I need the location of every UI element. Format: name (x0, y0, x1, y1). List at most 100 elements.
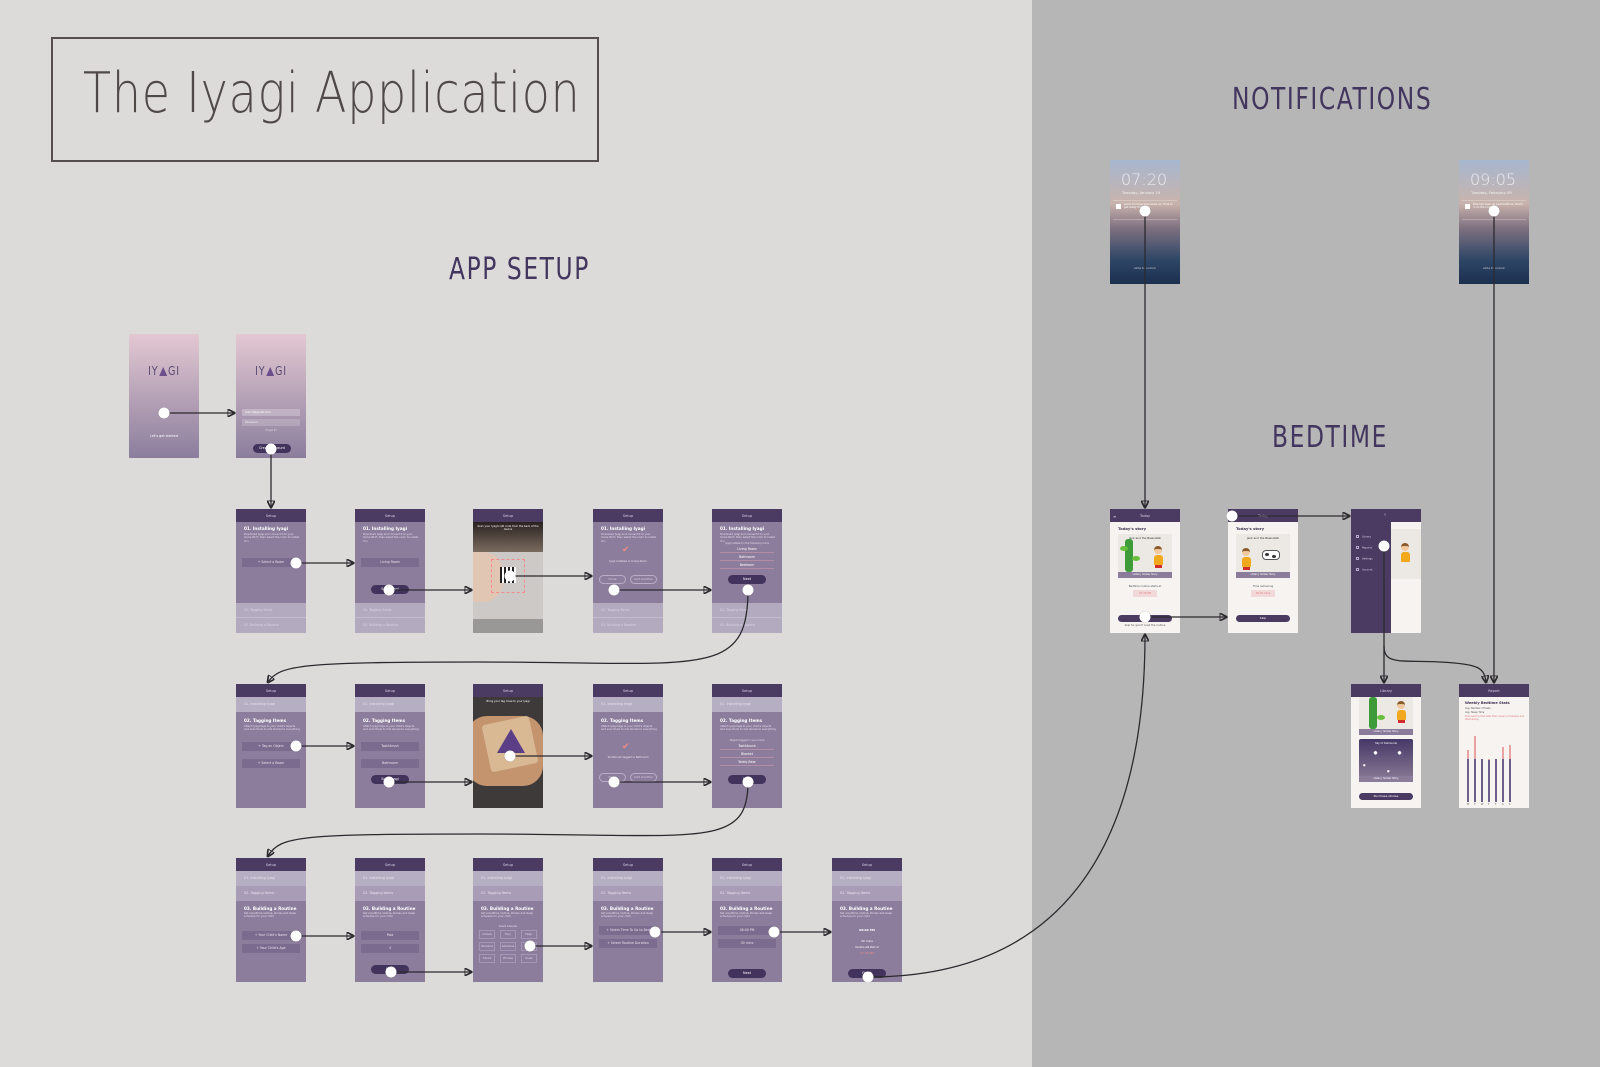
step-heading: 01. Installing Iyagi (244, 526, 289, 531)
duration-field[interactable]: 30 mins (718, 939, 776, 948)
next-button[interactable]: Next (728, 575, 766, 584)
menu-item-settings[interactable]: Settings (1356, 557, 1373, 561)
add-another-button[interactable]: Add Another (630, 773, 657, 782)
email-input[interactable]: joanni@gmail.com (242, 409, 300, 416)
skip-button[interactable]: Skip (1236, 615, 1290, 622)
completed-step: 02. Tagging Items (832, 886, 902, 901)
book-icon (1356, 535, 1359, 538)
room-item[interactable]: Bedroom (720, 562, 774, 569)
skip-note[interactable]: Skip for good? Load the routine (1124, 624, 1166, 627)
duration-field[interactable]: + Select Routine Duration (599, 939, 657, 948)
setup-step1-rooms-list[interactable]: Setup 01. Installing Iyagi Download Iyag… (712, 509, 782, 633)
menu-item-reports[interactable]: Reports (1356, 546, 1372, 550)
setup-step3-bedtime[interactable]: Setup 01. Installing Iyagi 02. Tagging I… (593, 858, 663, 982)
story-actions[interactable]: Listen | Similar Story (1359, 729, 1413, 735)
setup-step3-bedtime-filled[interactable]: Setup 01. Installing Iyagi 02. Tagging I… (712, 858, 782, 982)
done-button[interactable]: Done (599, 575, 626, 584)
room-item[interactable]: Living Room (720, 546, 774, 553)
interest-chip[interactable]: Magic (521, 930, 537, 939)
lock-screen-notification-1[interactable]: 07:20 Tuesday, January 19 Good morning! … (1110, 160, 1180, 284)
chart-icon (1356, 546, 1359, 549)
object-item[interactable]: Toothbrush (720, 743, 774, 750)
report-tick-label: S (1502, 803, 1504, 806)
room-field[interactable]: Living Room (361, 558, 419, 567)
setup-step3-child-info[interactable]: Setup 01. Installing Iyagi 02. Tagging I… (236, 858, 306, 982)
back-chevron-icon[interactable]: ‹ (1384, 512, 1386, 518)
cow-icon (1262, 550, 1280, 560)
interest-chip[interactable]: Adventure (500, 942, 516, 951)
child-age-field[interactable]: 4 (361, 944, 419, 953)
star-icon: ✸ (1397, 750, 1403, 757)
status-bar: Setup (236, 509, 306, 522)
step-heading: 02. Tagging Items (720, 718, 763, 723)
status-bar: Setup (712, 509, 782, 522)
object-field[interactable]: Toothbrush (361, 742, 419, 751)
forgot-link[interactable]: Forgot it? (265, 429, 277, 432)
child-age-field[interactable]: + Your Child's Age (242, 944, 300, 953)
room-field[interactable]: Bathroom (361, 759, 419, 768)
camera-top (473, 522, 543, 552)
setup-step1-select-room[interactable]: Setup 01. Installing Iyagi Download Iyag… (236, 509, 306, 633)
time-remaining-value: 00:20 mins (1251, 590, 1275, 597)
setup-step2-object-selected[interactable]: Setup 01. Installing Iyagi 02. Tagging I… (355, 684, 425, 808)
slide-to-unlock[interactable]: slide to unlock (1483, 266, 1505, 270)
menu-icon[interactable]: ≡ (1113, 514, 1117, 519)
room-item[interactable]: Bathroom (720, 554, 774, 561)
bedtime-library[interactable]: Library Listen | Similar Story Sky of Di… (1351, 684, 1421, 808)
step-heading: 02. Tagging Items (601, 718, 644, 723)
bedtime-side-menu[interactable]: ‹ Library Reports Settings Account (1351, 509, 1421, 633)
completed-step: 01. Installing Iyagi (236, 697, 306, 712)
password-input[interactable]: Password (242, 419, 300, 426)
interest-chip[interactable]: Fairy (500, 930, 516, 939)
tag-scan-screen[interactable]: Setup Bring your tag close to your Iyagi (473, 684, 543, 808)
menu-item-library[interactable]: Library (1356, 535, 1371, 539)
story-actions[interactable]: Listen | Similar Story (1236, 572, 1290, 578)
setup-step1-room-selected[interactable]: Setup 01. Installing Iyagi Download Iyag… (355, 509, 425, 633)
setup-step3-interests[interactable]: Setup 01. Installing Iyagi 02. Tagging I… (473, 858, 543, 982)
bedtime-field[interactable]: + Select Time To Go to Bed (599, 926, 657, 935)
select-room-field[interactable]: + Select a Room (242, 759, 300, 768)
routine-start-time[interactable]: 07:30 PM (1133, 590, 1157, 597)
menu-item-account[interactable]: Account (1356, 568, 1372, 572)
object-item[interactable]: Blanket (720, 751, 774, 758)
child-name-field[interactable]: Pola (361, 931, 419, 940)
story-actions[interactable]: Listen | Similar Story (1118, 572, 1172, 578)
slide-to-unlock[interactable]: slide to unlock (1134, 266, 1156, 270)
next-button[interactable]: Next (728, 969, 766, 978)
tap-indicator (1378, 540, 1390, 552)
leaf-icon (1377, 715, 1385, 720)
interests-label: Select interests (498, 925, 518, 928)
interest-chip[interactable]: Dinosaurs (479, 942, 495, 951)
setup-step2-tagged-list[interactable]: Setup 01. Installing Iyagi 02. Tagging I… (712, 684, 782, 808)
story-name: Sky of Diamonds (1375, 742, 1397, 745)
setup-step3-child-filled[interactable]: Setup 01. Installing Iyagi 02. Tagging I… (355, 858, 425, 982)
setup-step3-summary[interactable]: Setup 01. Installing Iyagi 02. Tagging I… (832, 858, 902, 982)
story-card[interactable]: Sky of Diamonds ✸ ✸ ● ● (1359, 739, 1413, 781)
child-name-field[interactable]: + Your Child's Name (242, 931, 300, 940)
interest-chip[interactable]: Animals (479, 930, 495, 939)
interest-chip[interactable]: Ocean (521, 954, 537, 963)
tag-object-field[interactable]: + Tag an Object (242, 742, 300, 751)
jack-character-icon (1154, 546, 1162, 554)
purchase-stories-button[interactable]: Purchase stories (1359, 793, 1413, 800)
interest-chip[interactable]: Princess (500, 954, 516, 963)
setup-step1-installed[interactable]: Setup 01. Installing Iyagi Download Iyag… (593, 509, 663, 633)
status-bar: Setup (473, 684, 543, 697)
bedtime-report[interactable]: Report Weekly Bedtime Stats Avg. Number … (1459, 684, 1529, 808)
setup-step2-tagged[interactable]: Setup 01. Installing Iyagi 02. Tagging I… (593, 684, 663, 808)
bedtime-in-progress[interactable]: Today Today's story Jack and the Beansta… (1228, 509, 1298, 633)
object-item[interactable]: Teddy Bear (720, 759, 774, 766)
bedtime-field[interactable]: 08:00 PM (718, 926, 776, 935)
interest-chip[interactable]: Friends (479, 954, 495, 963)
select-room-field[interactable]: + Select a Room (242, 558, 300, 567)
add-another-button[interactable]: Add Another (630, 575, 657, 584)
status-bar: Setup (593, 684, 663, 697)
story-actions[interactable]: Listen | Similar Story (1359, 776, 1413, 782)
step-description: Set a bedtime routine, stories and sleep… (481, 912, 534, 919)
lock-screen-notification-2[interactable]: 09:05 Tuesday, February 09 Pola has been… (1459, 160, 1529, 284)
